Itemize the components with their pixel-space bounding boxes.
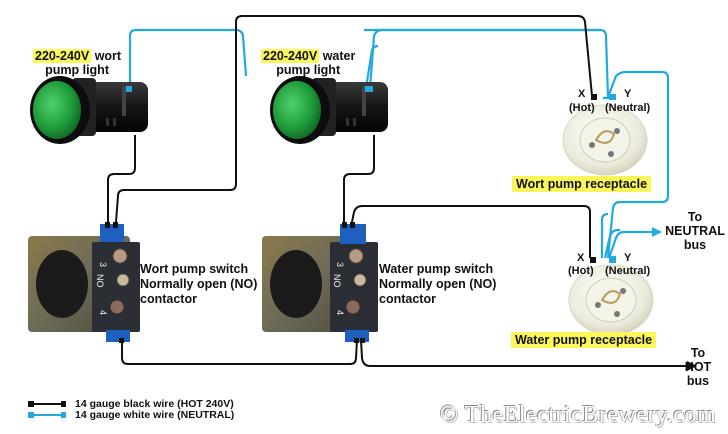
- neutral-bus-label-line1: To: [687, 210, 703, 224]
- neutral-bus-label: To NEUTRAL bus: [664, 210, 726, 252]
- water-recept-hot-label: (Hot): [568, 265, 594, 277]
- svg-text:3: 3: [335, 262, 345, 267]
- hot-bus-label-line2: HOT: [684, 360, 712, 374]
- svg-text:4: 4: [335, 310, 345, 315]
- hot-bus-label-line3: bus: [686, 374, 710, 388]
- hot-wire-to-bus: [360, 339, 697, 371]
- neutral-wire-water-recept: [603, 228, 620, 259]
- wort-pump-light-icon: [30, 76, 148, 144]
- wort-light-name-line2: pump light: [45, 63, 109, 77]
- neutral-bus-label-line3: bus: [683, 238, 707, 252]
- neutral-wire-to-bus: [607, 227, 662, 259]
- water-receptacle-label: Water pump receptacle: [511, 332, 657, 348]
- svg-text:4: 4: [98, 310, 108, 315]
- water-switch-label-line2: Normally open (NO): [379, 277, 497, 291]
- neutral-wires: [128, 28, 670, 259]
- wort-recept-x-label: X: [578, 88, 586, 100]
- wort-switch-label-line1: Wort pump switch: [140, 262, 249, 276]
- wort-switch-label: Wort pump switch Normally open (NO) cont…: [140, 262, 257, 307]
- hot-wire-switch-bottom-link: [121, 339, 358, 365]
- neutral-bus-label-line2: NEUTRAL: [665, 224, 725, 238]
- wort-pump-receptacle-icon: [562, 94, 648, 176]
- legend-swatch-hot: [28, 401, 66, 407]
- wort-switch-label-line3: contactor: [140, 292, 197, 306]
- water-recept-neutral-label: (Neutral): [605, 265, 651, 277]
- water-pump-switch-icon: 3 NO 4: [262, 222, 378, 343]
- hot-wire-wort-switch-to-wort-recept: [115, 15, 593, 223]
- hot-wires: [107, 15, 697, 371]
- wort-recept-hot-label: (Hot): [569, 102, 595, 114]
- neutral-wire-water-light: [368, 28, 610, 100]
- svg-text:NO: NO: [95, 274, 105, 288]
- water-recept-x-label: X: [577, 252, 585, 264]
- hot-bus-label: To HOT bus: [680, 346, 716, 388]
- svg-text:NO: NO: [332, 274, 342, 288]
- water-recept-y-label: Y: [624, 252, 632, 264]
- neutral-wire-wort-light: [128, 28, 248, 88]
- wort-light-label: 220-240V wort pump light: [33, 49, 121, 77]
- hot-wire-water-light-to-switch: [343, 135, 375, 222]
- legend-hot-label: 14 gauge black wire (HOT 240V): [75, 398, 234, 410]
- neutral-wire-water-recept-vertical: [600, 212, 609, 258]
- neutral-wire-jumper: [606, 70, 670, 259]
- water-switch-label-line1: Water pump switch: [379, 262, 494, 276]
- wort-recept-neutral-label: (Neutral): [605, 102, 651, 114]
- wort-pump-switch-icon: 3 NO 4: [28, 222, 140, 343]
- legend-neutral-label: 14 gauge white wire (NEUTRAL): [75, 409, 235, 421]
- watermark: © TheElectricBrewery.com: [440, 402, 717, 428]
- wort-switch-label-line2: Normally open (NO): [140, 277, 258, 291]
- hot-wire-water-switch-to-water-recept: [351, 205, 591, 258]
- water-light-label: 220-240V water pump light: [261, 49, 355, 77]
- wort-light-voltage: 220-240V: [33, 49, 92, 63]
- wort-recept-y-label: Y: [624, 88, 632, 100]
- wort-light-name: wort: [94, 49, 122, 63]
- water-light-voltage: 220-240V: [261, 49, 320, 63]
- legend-swatch-neutral: [28, 412, 66, 418]
- water-switch-label-line3: contactor: [379, 292, 436, 306]
- water-pump-light-icon: [270, 76, 388, 144]
- neutral-wire-water-light-2: [364, 44, 379, 89]
- svg-text:3: 3: [98, 262, 108, 267]
- water-light-name: water: [322, 49, 356, 63]
- water-pump-receptacle-icon: [568, 256, 654, 336]
- hot-wire-wort-light-to-switch: [107, 135, 136, 222]
- wort-receptacle-label: Wort pump receptacle: [512, 176, 652, 192]
- hot-bus-label-line1: To: [690, 346, 706, 360]
- water-light-name-line2: pump light: [276, 63, 341, 77]
- water-switch-label: Water pump switch Normally open (NO) con…: [379, 262, 496, 307]
